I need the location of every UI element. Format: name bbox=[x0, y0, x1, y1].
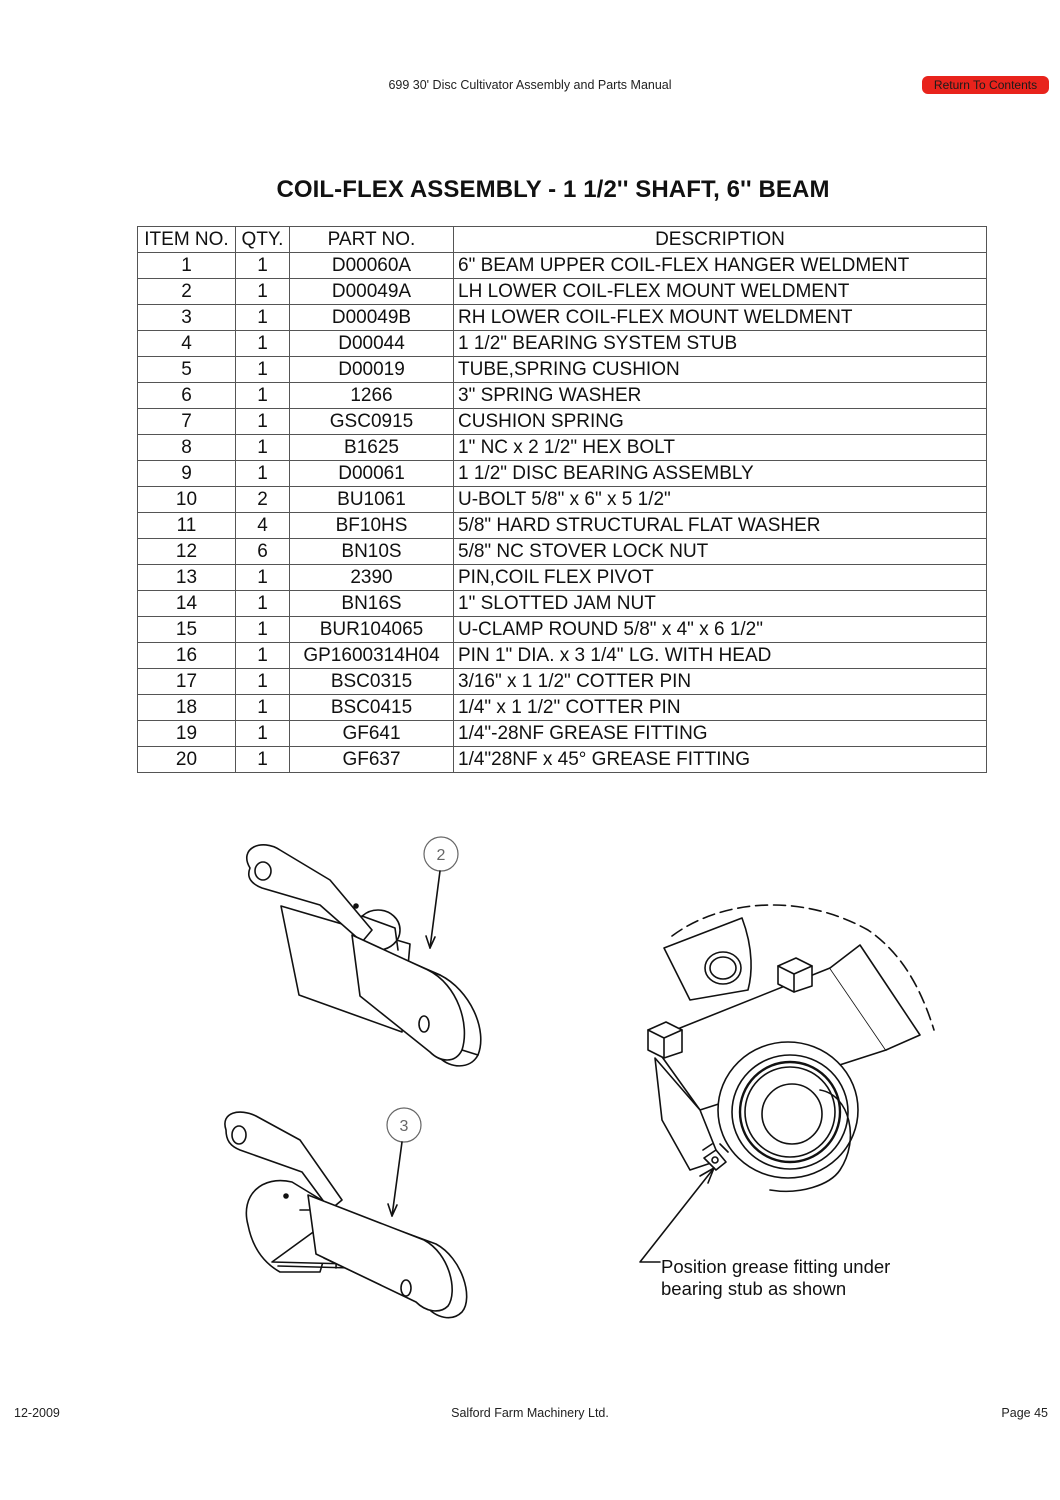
part-no-cell: D00019 bbox=[289, 356, 454, 383]
description-cell: LH LOWER COIL-FLEX MOUNT WELDMENT bbox=[453, 278, 987, 305]
description-cell: U-BOLT 5/8" x 6" x 5 1/2" bbox=[453, 486, 987, 513]
footer-company: Salford Farm Machinery Ltd. bbox=[451, 1406, 609, 1420]
part-no-cell: BSC0315 bbox=[289, 668, 454, 695]
qty-cell: 1 bbox=[235, 304, 290, 331]
manual-title: 699 30' Disc Cultivator Assembly and Par… bbox=[388, 78, 672, 92]
description-cell: PIN 1" DIA. x 3 1/4" LG. WITH HEAD bbox=[453, 642, 987, 669]
callout-2-label: 2 bbox=[437, 847, 446, 864]
grease-fitting-note: Position grease fitting under bearing st… bbox=[661, 1256, 890, 1300]
part-no-cell: D00049B bbox=[289, 304, 454, 331]
part-no-cell: 2390 bbox=[289, 564, 454, 591]
item-no-cell: 13 bbox=[137, 564, 236, 591]
col-header-item-no: ITEM NO. bbox=[137, 226, 236, 253]
item-no-cell: 20 bbox=[137, 746, 236, 773]
item-no-cell: 6 bbox=[137, 382, 236, 409]
part-no-cell: GSC0915 bbox=[289, 408, 454, 435]
qty-cell: 1 bbox=[235, 252, 290, 279]
col-header-part-no: PART NO. bbox=[289, 226, 454, 253]
part-no-cell: D00049A bbox=[289, 278, 454, 305]
description-cell: 1" SLOTTED JAM NUT bbox=[453, 590, 987, 617]
footer-date: 12-2009 bbox=[14, 1406, 60, 1420]
description-cell: 1/4"-28NF GREASE FITTING bbox=[453, 720, 987, 747]
page-title: COIL-FLEX ASSEMBLY - 1 1/2'' SHAFT, 6'' … bbox=[276, 176, 830, 203]
part-no-cell: D00061 bbox=[289, 460, 454, 487]
description-cell: 1/4"28NF x 45° GREASE FITTING bbox=[453, 746, 987, 773]
qty-cell: 6 bbox=[235, 538, 290, 565]
qty-cell: 2 bbox=[235, 486, 290, 513]
rh-lower-mount-illustration bbox=[224, 1111, 468, 1319]
item-no-cell: 19 bbox=[137, 720, 236, 747]
footer-page-number: Page 45 bbox=[1001, 1406, 1048, 1420]
callout-3-label: 3 bbox=[400, 1118, 409, 1135]
item-no-cell: 18 bbox=[137, 694, 236, 721]
qty-cell: 1 bbox=[235, 330, 290, 357]
item-no-cell: 5 bbox=[137, 356, 236, 383]
col-header-description: DESCRIPTION bbox=[453, 226, 987, 253]
item-no-cell: 1 bbox=[137, 252, 236, 279]
qty-cell: 1 bbox=[235, 720, 290, 747]
description-cell: 5/8" HARD STRUCTURAL FLAT WASHER bbox=[453, 512, 987, 539]
callout-2: 2 bbox=[423, 836, 459, 949]
part-no-cell: BU1061 bbox=[289, 486, 454, 513]
description-cell: 3" SPRING WASHER bbox=[453, 382, 987, 409]
description-cell: TUBE,SPRING CUSHION bbox=[453, 356, 987, 383]
callout-3: 3 bbox=[386, 1107, 422, 1217]
description-cell: 1 1/2" DISC BEARING ASSEMBLY bbox=[453, 460, 987, 487]
table-header-row: ITEM NO. QTY. PART NO. DESCRIPTION bbox=[137, 226, 987, 253]
description-cell: RH LOWER COIL-FLEX MOUNT WELDMENT bbox=[453, 304, 987, 331]
description-cell: PIN,COIL FLEX PIVOT bbox=[453, 564, 987, 591]
lh-lower-mount-illustration bbox=[246, 844, 482, 1067]
part-no-cell: BF10HS bbox=[289, 512, 454, 539]
qty-cell: 1 bbox=[235, 564, 290, 591]
qty-cell: 1 bbox=[235, 278, 290, 305]
item-no-cell: 16 bbox=[137, 642, 236, 669]
description-cell: 5/8" NC STOVER LOCK NUT bbox=[453, 538, 987, 565]
qty-cell: 1 bbox=[235, 382, 290, 409]
part-no-cell: GF637 bbox=[289, 746, 454, 773]
qty-cell: 1 bbox=[235, 590, 290, 617]
part-no-cell: D00060A bbox=[289, 252, 454, 279]
qty-cell: 1 bbox=[235, 616, 290, 643]
item-no-cell: 9 bbox=[137, 460, 236, 487]
note-line-2: bearing stub as shown bbox=[661, 1278, 847, 1299]
item-no-cell: 3 bbox=[137, 304, 236, 331]
part-no-cell: BUR104065 bbox=[289, 616, 454, 643]
item-no-cell: 11 bbox=[137, 512, 236, 539]
part-no-cell: BN16S bbox=[289, 590, 454, 617]
item-no-cell: 4 bbox=[137, 330, 236, 357]
description-cell: 6" BEAM UPPER COIL-FLEX HANGER WELDMENT bbox=[453, 252, 987, 279]
note-line-1: Position grease fitting under bbox=[661, 1256, 891, 1277]
item-no-cell: 15 bbox=[137, 616, 236, 643]
bearing-detail-illustration bbox=[639, 904, 935, 1263]
part-no-cell: GP1600314H04 bbox=[289, 642, 454, 669]
return-to-contents-button[interactable]: Return To Contents bbox=[922, 76, 1049, 94]
item-no-cell: 2 bbox=[137, 278, 236, 305]
